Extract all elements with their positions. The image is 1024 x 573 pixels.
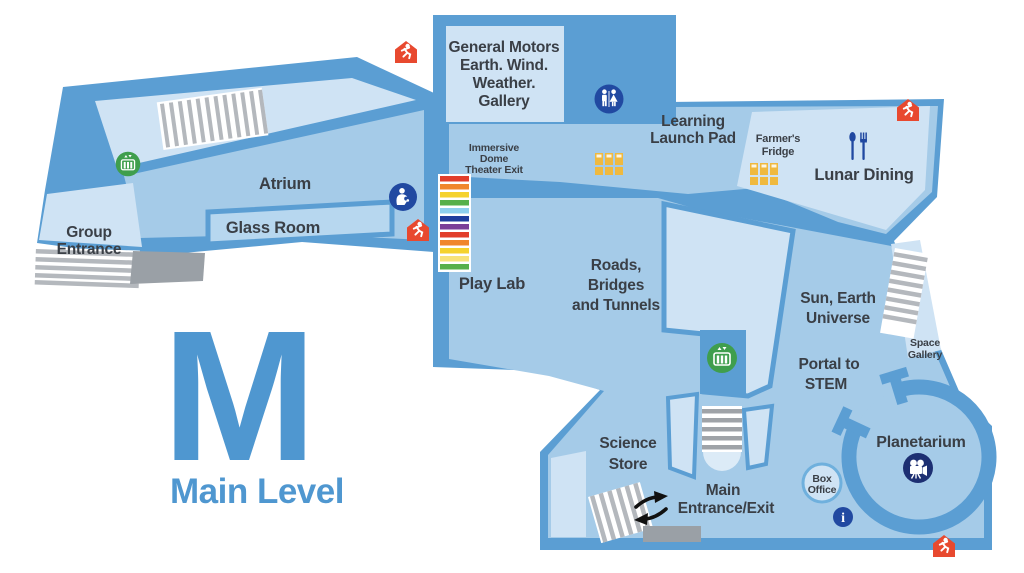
gm-gallery-room [446, 26, 564, 122]
label-sun-earth-1: Sun, Earth [800, 290, 876, 307]
entry-side-room [551, 451, 586, 537]
entrance-mat [643, 526, 701, 542]
label-main-entrance-1: Main [706, 482, 741, 499]
level-name: Main Level [170, 472, 344, 511]
label-farmers-fridge-1: Farmer's [756, 133, 801, 145]
planetarium-region [831, 366, 997, 535]
label-group-entrance-1: Group [66, 224, 112, 241]
label-gm-gallery-1: General Motors [449, 39, 560, 56]
restroom-icon [594, 84, 624, 114]
label-sun-earth-2: Universe [806, 310, 870, 327]
label-main-entrance-2: Entrance/Exit [678, 500, 775, 517]
label-portal-2: STEM [805, 376, 847, 393]
vending-machines-icon-2 [750, 163, 778, 185]
planetarium-door-right [879, 366, 909, 406]
label-roads-1: Roads, [591, 257, 641, 274]
label-science-store-2: Store [609, 456, 648, 473]
group-entrance-landing [130, 251, 205, 284]
left-wing-region [34, 57, 434, 289]
info-glyph: i [841, 511, 845, 526]
label-learning-launch-pad-2: Launch Pad [650, 130, 736, 147]
label-atrium: Atrium [259, 175, 311, 193]
label-glass-room: Glass Room [226, 219, 320, 237]
entrance-stairs-icon [588, 482, 654, 544]
label-lunar-dining: Lunar Dining [814, 166, 913, 184]
store-side-room-right [741, 403, 775, 471]
play-lab-rainbow-wall [438, 174, 471, 272]
dining-icon [849, 132, 867, 160]
planetarium-shows-icon [903, 453, 933, 483]
label-group-entrance-2: Entrance [57, 241, 122, 258]
label-learning-launch-pad-1: Learning [661, 113, 725, 130]
label-science-store-1: Science [599, 435, 657, 452]
atrium-stairs-icon [156, 87, 269, 150]
box-office-booth [801, 462, 843, 504]
label-gm-gallery-4: Gallery [478, 93, 530, 110]
planetarium-door-left [831, 406, 871, 439]
elevator-icon [115, 151, 141, 177]
label-immersive-1: Immersive [469, 142, 520, 154]
glass-room-outline [205, 199, 395, 247]
vending-machines-icon-1 [595, 153, 623, 175]
label-box-office-1: Box [812, 473, 832, 485]
label-gm-gallery-3: Weather. [473, 75, 536, 92]
labels: General Motors Earth. Wind. Weather. Gal… [57, 39, 966, 517]
nursing-room-icon [389, 183, 417, 211]
information-icon: i [833, 507, 853, 527]
group-entrance-stairs-icon [34, 247, 140, 289]
label-farmers-fridge-2: Fridge [762, 146, 794, 158]
level-logo: M Main Level [162, 293, 344, 511]
elevator-icon-central [706, 342, 738, 374]
label-roads-2: Bridges [588, 277, 644, 294]
group-entrance-floor [39, 183, 142, 247]
label-planetarium: Planetarium [876, 434, 965, 451]
label-gm-gallery-2: Earth. Wind. [460, 57, 548, 74]
label-portal-1: Portal to [798, 356, 859, 373]
label-box-office-2: Office [808, 484, 837, 496]
label-space-gallery-2: Gallery [908, 349, 943, 361]
label-immersive-2: Dome [480, 153, 509, 165]
exit-icon-gm [394, 40, 418, 64]
label-roads-3: and Tunnels [572, 297, 660, 314]
space-gallery-stairs-icon [880, 247, 929, 339]
store-side-room-left [665, 391, 700, 480]
lunar-dining-room [737, 106, 930, 230]
entry-exit-arrows-icon [634, 491, 668, 525]
level-letter: M [162, 293, 313, 500]
grand-stairs-icon [702, 406, 742, 471]
label-space-gallery-1: Space [910, 337, 940, 349]
label-play-lab: Play Lab [459, 275, 525, 293]
label-immersive-3: Theater Exit [465, 164, 523, 176]
central-region: i [394, 15, 997, 558]
